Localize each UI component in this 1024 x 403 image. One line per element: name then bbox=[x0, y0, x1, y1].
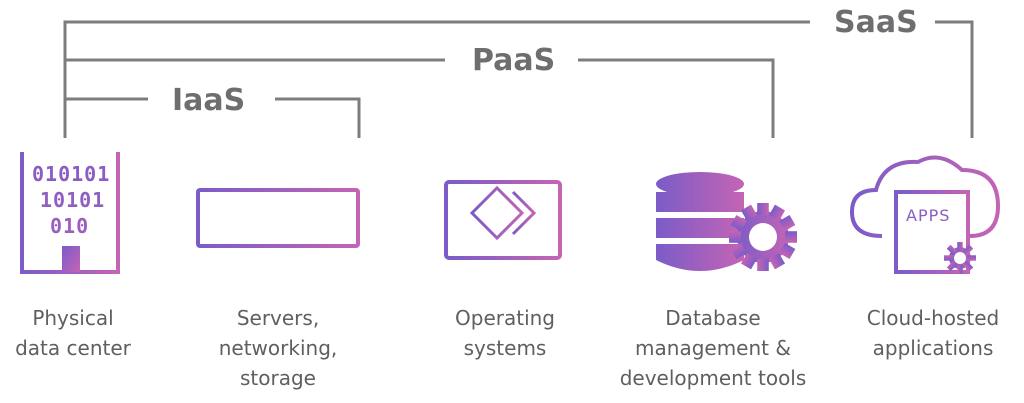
caption-cloud-apps: Cloud-hosted applications bbox=[850, 303, 1016, 363]
caption-line: storage bbox=[240, 366, 316, 390]
gear-tooth-icon bbox=[757, 203, 769, 215]
caption-line: Cloud-hosted bbox=[866, 306, 1000, 330]
cloud-apps-icon bbox=[849, 155, 1001, 274]
caption-line: development tools bbox=[619, 366, 807, 390]
gear-tooth-icon bbox=[757, 259, 769, 271]
gear-tooth-icon bbox=[740, 204, 758, 221]
caption-operating-systems: Operating systems bbox=[430, 303, 580, 363]
gear-tooth-icon bbox=[730, 242, 747, 260]
paas-bracket-line-right bbox=[578, 58, 775, 138]
saas-label: SaaS bbox=[834, 5, 918, 40]
laptop-os-icon bbox=[436, 180, 572, 265]
binary-text-1: 010101 bbox=[32, 162, 111, 186]
gear-tooth-icon bbox=[779, 242, 796, 260]
caption-line: Operating bbox=[455, 306, 555, 330]
gear-tooth-icon bbox=[963, 261, 974, 272]
gear-tooth-icon bbox=[963, 244, 974, 255]
gear-tooth-icon bbox=[946, 244, 957, 255]
caption-database: Database management & development tools bbox=[608, 303, 818, 393]
caption-servers: Servers, networking, storage bbox=[198, 303, 358, 393]
gear-tooth-icon bbox=[944, 255, 953, 261]
caption-line: management & bbox=[635, 336, 791, 360]
caption-line: Servers, bbox=[236, 306, 320, 330]
gear-tooth-icon bbox=[768, 204, 786, 221]
paas-label: PaaS bbox=[472, 43, 556, 78]
saas-bracket-line-right bbox=[935, 20, 974, 138]
iaas-bracket-line-right bbox=[275, 97, 361, 138]
binary-text-2: 10101 bbox=[40, 188, 106, 212]
caption-line: applications bbox=[872, 336, 994, 360]
saas-bracket-line bbox=[63, 20, 810, 138]
gear-tooth-icon bbox=[740, 253, 758, 270]
gear-tooth-icon bbox=[957, 265, 963, 274]
caption-line: data center bbox=[15, 336, 131, 360]
gear-tooth-icon bbox=[779, 214, 796, 232]
iaas-label: IaaS bbox=[172, 83, 246, 118]
binary-text-3: 010 bbox=[50, 214, 90, 238]
apps-label: APPS bbox=[906, 206, 951, 225]
gear-tooth-icon bbox=[729, 231, 741, 243]
server-rack-icon bbox=[196, 188, 360, 264]
gear-tooth-icon bbox=[785, 231, 797, 243]
caption-line: Physical bbox=[32, 306, 114, 330]
gear-tooth-icon bbox=[967, 255, 976, 261]
caption-line: Database bbox=[665, 306, 761, 330]
gear-tooth-icon bbox=[768, 253, 786, 270]
caption-line: systems bbox=[463, 336, 547, 360]
caption-line: networking, bbox=[218, 336, 338, 360]
building-icon bbox=[12, 152, 132, 276]
gear-tooth-icon bbox=[730, 214, 747, 232]
database-gear-icon bbox=[656, 172, 797, 271]
caption-physical-data-center: Physical data center bbox=[0, 303, 146, 363]
gear-tooth-icon bbox=[957, 242, 963, 251]
gear-tooth-icon bbox=[946, 261, 957, 272]
